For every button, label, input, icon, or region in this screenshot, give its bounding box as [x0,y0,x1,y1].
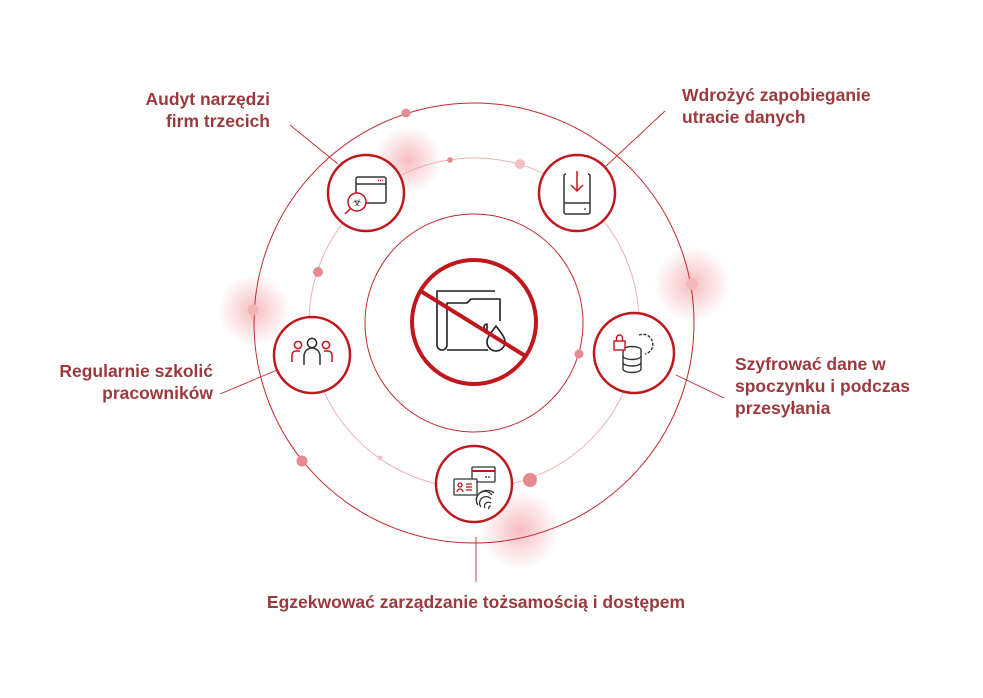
label-encryption: Szyfrować dane w spoczynku i podczas prz… [735,354,911,418]
label-training: Regularnie szkolić pracowników [59,361,213,403]
no-data-leak-icon [410,258,538,386]
people-group-icon [291,337,333,365]
inner-ring [364,213,584,433]
id-card-fingerprint-icon [453,466,496,510]
browser-biohazard-icon: ☣ [344,176,387,215]
label-audit: Audyt narzędzi firm trzecich [145,89,270,131]
label-dlp: Wdrożyć zapobieganie utracie danych [682,85,871,127]
drive-download-icon [563,171,591,215]
connector-lines [219,110,725,582]
svg-text:☣: ☣ [352,197,362,209]
database-lock-gear-icon [613,333,654,374]
outer-ring [253,102,695,544]
label-identity: Egzekwować zarządzanie tożsamością i dos… [266,592,686,612]
orbit-dots [247,108,698,487]
